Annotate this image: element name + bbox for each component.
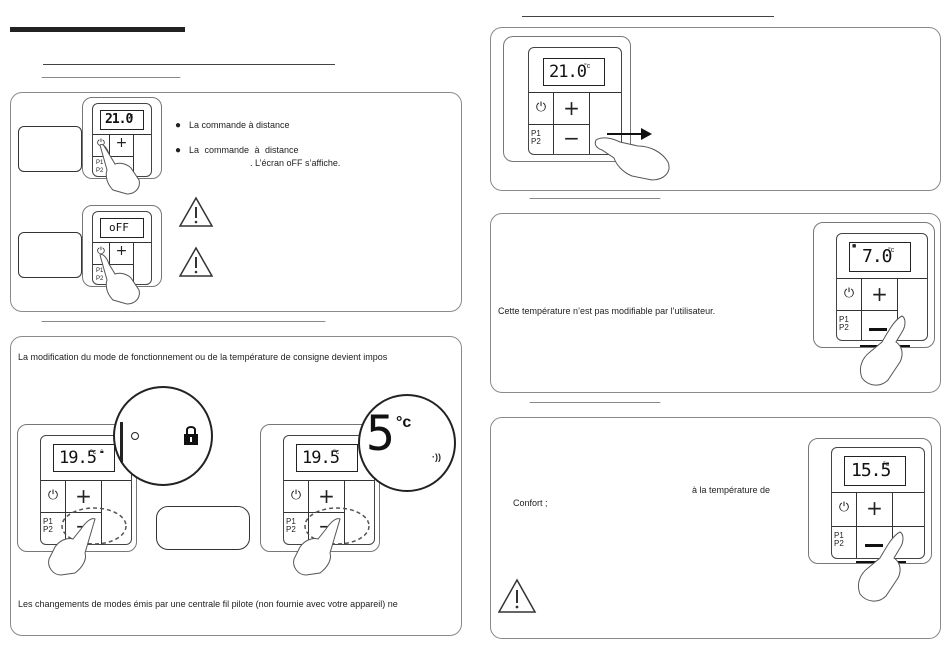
press-highlight	[61, 507, 127, 545]
hand-pointer-icon	[99, 254, 140, 305]
callout-box	[18, 232, 82, 278]
press-highlight	[304, 507, 370, 545]
zoom-unit: °c	[396, 414, 412, 431]
power-icon[interactable]: ⏻	[290, 488, 302, 503]
warning-icon	[497, 578, 537, 613]
display-temperature: 19.5	[302, 448, 340, 468]
thermostat-display: 21.0 °c	[543, 58, 605, 86]
plus-button[interactable]: +	[318, 484, 335, 508]
display-off: oFF	[109, 221, 129, 234]
power-icon[interactable]: ⏻	[838, 500, 850, 515]
section-tab-cover	[30, 77, 190, 94]
thermostat-display: 19.5 °c 🔒︎	[53, 444, 115, 472]
plus-button[interactable]: +	[75, 484, 92, 508]
power-icon[interactable]: ⏻	[843, 286, 855, 301]
body-text: Cette température n’est pas modifiable p…	[498, 306, 716, 316]
plus-button[interactable]: +	[563, 96, 580, 120]
thermostat-display: 19.5 °c	[296, 444, 358, 472]
hand-pointer-icon	[99, 144, 140, 195]
info-box	[156, 506, 250, 550]
thermostat-display: 15.5 °c	[844, 456, 906, 486]
thermostat-display: 21.0 °c	[100, 110, 144, 130]
warning-icon	[178, 196, 214, 227]
power-icon[interactable]: ⏻	[535, 100, 547, 115]
body-text: à la température de	[692, 485, 771, 495]
plus-button[interactable]: +	[115, 243, 128, 259]
plus-button[interactable]: +	[115, 135, 128, 151]
section-heading-rule	[43, 64, 335, 65]
arrow-right-icon	[607, 128, 652, 140]
dot-indicator	[131, 432, 139, 440]
bullet-dot: ●	[175, 145, 182, 156]
lock-icon	[184, 426, 198, 445]
body-text: Confort ;	[513, 498, 548, 508]
thermostat-display: oFF	[100, 218, 144, 238]
intro-text: La modification du mode de fonctionnemen…	[18, 352, 388, 362]
section-heading-rule	[522, 16, 774, 17]
thermostat-display: ■ 7.0 °c	[849, 242, 911, 272]
signal-icon: ·))	[432, 452, 441, 462]
flame-indicator: ■	[852, 243, 857, 250]
instruction-text: La commande à distance	[189, 145, 299, 155]
hand-pointer-icon	[857, 531, 904, 602]
display-temperature: 21.0	[105, 112, 133, 127]
display-temperature: 19.5	[59, 448, 97, 468]
warning-icon	[178, 246, 214, 277]
display-temperature: 7.0	[862, 246, 892, 267]
hand-pointer-icon	[48, 518, 96, 576]
bullet-dot: ●	[175, 120, 182, 131]
power-icon[interactable]: ⏻	[47, 488, 59, 503]
zoom-temperature: 5	[366, 406, 395, 462]
minus-button[interactable]	[865, 544, 883, 547]
hand-pointer-icon	[293, 518, 341, 576]
callout-box	[18, 126, 82, 172]
instruction-text: . L’écran oFF s’affiche.	[250, 158, 341, 168]
page-title-bar	[10, 27, 185, 32]
power-icon[interactable]: ⏻	[97, 246, 105, 257]
hand-pointer-icon	[594, 137, 670, 181]
footer-text: Les changements de modes émis par une ce…	[18, 599, 398, 609]
hand-pointer-icon	[859, 315, 906, 386]
instruction-text: La commande à distance	[189, 120, 290, 130]
plus-button[interactable]: +	[866, 496, 883, 520]
zoom-display-edge	[120, 422, 129, 462]
plus-button[interactable]: +	[871, 282, 888, 306]
zoom-circle: 5 °c ·))	[358, 394, 456, 492]
power-icon[interactable]: ⏻	[97, 138, 105, 149]
display-temperature: 15.5	[851, 460, 891, 481]
minus-button[interactable]: −	[563, 126, 580, 150]
display-temperature: 21.0	[549, 62, 587, 82]
lock-icon: 🔒︎	[100, 448, 104, 455]
minus-button[interactable]	[869, 328, 887, 331]
